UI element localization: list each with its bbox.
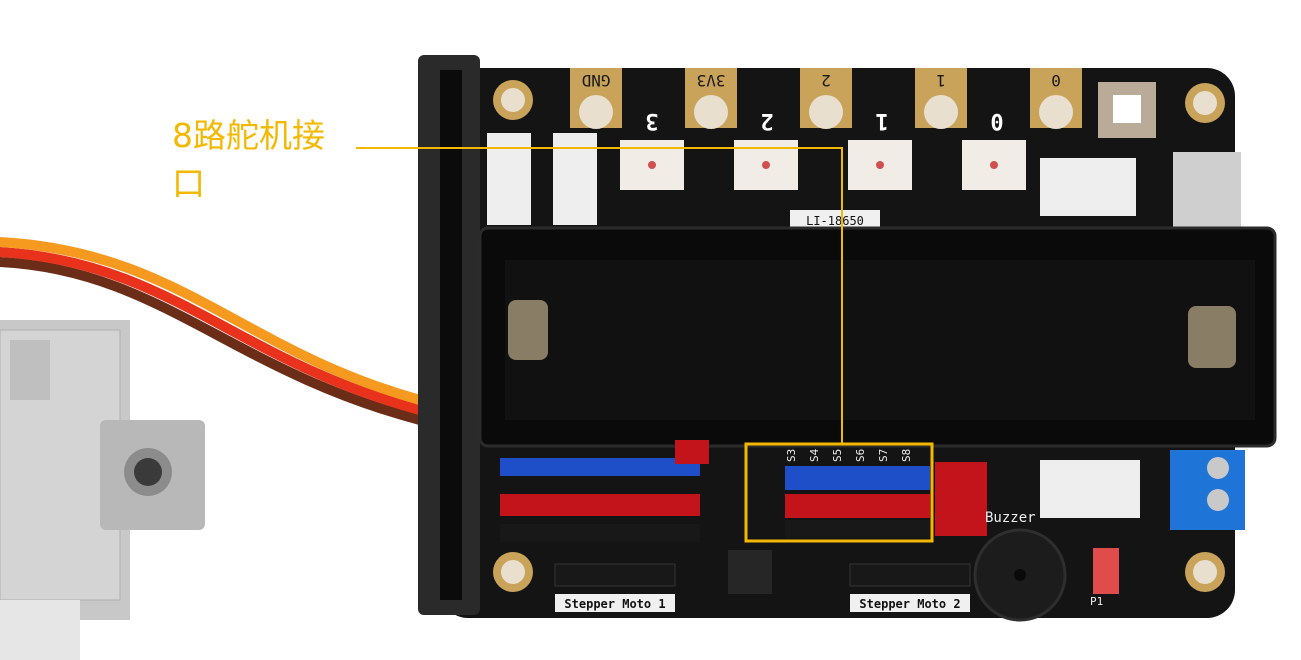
svg-text:LI-18650: LI-18650 xyxy=(806,214,864,228)
rgb-number: 2 xyxy=(760,108,773,133)
jumper-label: P1 xyxy=(1090,595,1103,608)
svg-text:Buzzer: Buzzer xyxy=(985,510,1036,526)
terminal-block xyxy=(1170,450,1245,530)
servo-pin-label: S7 xyxy=(877,449,890,462)
rgb-number: 0 xyxy=(990,108,1003,133)
ir-jumper xyxy=(1093,548,1119,594)
pad-label: 2 xyxy=(821,71,831,90)
pad-label: 0 xyxy=(1051,71,1061,90)
servo-pin-label: S4 xyxy=(808,448,821,462)
servo-pin-label: S3 xyxy=(785,449,798,462)
stepper-1-label: Stepper Moto 1 xyxy=(564,597,665,611)
motor-connectors-top xyxy=(1040,158,1136,216)
servo-pin-label: S5 xyxy=(831,449,844,462)
motor-connectors-bottom xyxy=(1040,460,1140,518)
stepper-headers xyxy=(554,563,971,612)
servo-motor xyxy=(0,320,205,660)
usb-port xyxy=(1173,152,1241,230)
stepper-2-label: Stepper Moto 2 xyxy=(859,597,960,611)
battery-label: LI-18650 xyxy=(790,210,880,230)
highlight xyxy=(356,147,934,543)
inductor xyxy=(728,550,772,594)
rgb-number: 1 xyxy=(875,108,888,133)
jumper xyxy=(675,440,709,464)
buzzer: Buzzer xyxy=(973,510,1067,622)
servo-pin-label: S6 xyxy=(854,449,867,462)
pad-label: GND xyxy=(582,71,611,90)
pad-label: 1 xyxy=(936,71,946,90)
edge-pads xyxy=(493,68,1225,592)
pad-label: 3V3 xyxy=(697,71,726,90)
rgb-number: 3 xyxy=(645,108,658,133)
battery-holder xyxy=(478,226,1277,448)
left-headers xyxy=(500,440,709,542)
callout-label: 8路舵机接口 xyxy=(172,116,325,203)
servo-pin-label: S8 xyxy=(900,449,913,462)
servo-headers xyxy=(785,462,987,538)
edge-connector xyxy=(418,55,480,615)
